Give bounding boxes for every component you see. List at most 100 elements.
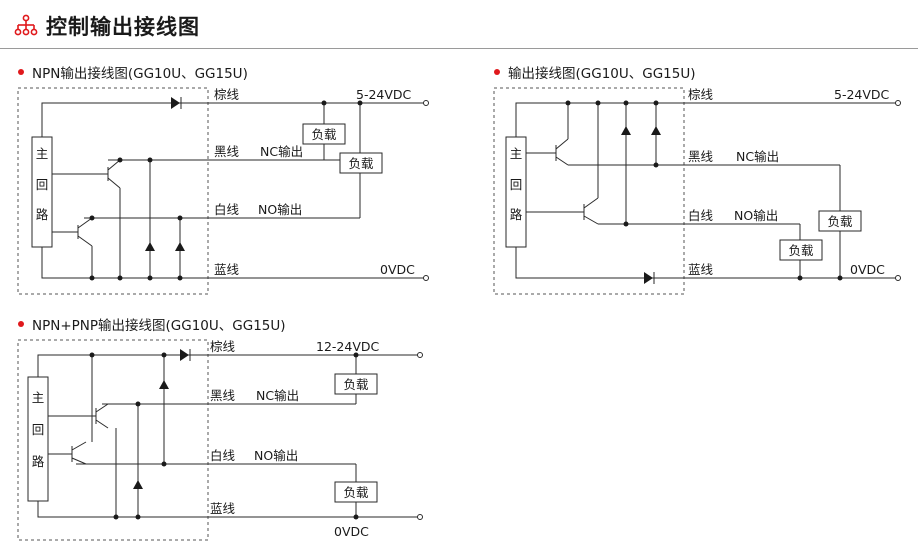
junction-dot (177, 215, 183, 221)
wire-label-brown: 棕线 (214, 87, 240, 102)
output-label-nc: NC输出 (260, 144, 303, 159)
wire-label-white: 白线 (688, 208, 714, 223)
blue-wire (37, 501, 420, 518)
brown-wire (515, 102, 898, 137)
output-label-no: NO输出 (254, 448, 298, 463)
junction-dot (565, 100, 571, 106)
junction-dot (89, 352, 95, 358)
junction-dot (161, 352, 167, 358)
section-title-npn: NPN输出接线图(GG10U、GG15U) (18, 62, 248, 82)
header-divider (0, 48, 918, 49)
junction-dot (161, 461, 167, 467)
supply-label: 5-24VDC (834, 87, 890, 102)
page-title: 控制输出接线图 (46, 15, 200, 39)
wire-label-black: 黑线 (210, 388, 236, 403)
wire-label-brown: 棕线 (688, 87, 714, 102)
diode-arrow (180, 349, 189, 361)
bullet-icon (494, 69, 500, 75)
main-circuit-char: 主 (32, 390, 45, 405)
supply-terminal (423, 100, 429, 106)
junction-dot (357, 100, 363, 106)
protect-diode2 (651, 126, 661, 135)
junction-dot (135, 401, 141, 407)
transistor1-collector (107, 159, 121, 171)
wire-label-blue: 蓝线 (214, 262, 240, 277)
ground-terminal (417, 514, 423, 520)
junction-dot (117, 275, 123, 281)
transistor2-collector (77, 217, 93, 229)
section-title-npn-text: NPN输出接线图(GG10U、GG15U) (32, 66, 248, 82)
junction-dot (135, 514, 141, 520)
transistor2-emitter (583, 215, 599, 225)
hierarchy-icon (14, 14, 38, 36)
supply-label: 12-24VDC (316, 339, 379, 354)
junction-dot (353, 352, 359, 358)
protect-diode1 (133, 480, 143, 489)
section-title-output-text: 输出接线图(GG10U、GG15U) (508, 66, 696, 82)
diode-arrow (171, 97, 180, 109)
wire-label-blue: 蓝线 (688, 262, 714, 277)
section-title-npn-pnp: NPN+PNP输出接线图(GG10U、GG15U) (18, 314, 286, 334)
ground-label: 0VDC (380, 262, 415, 277)
wire-label-white: 白线 (214, 202, 240, 217)
junction-dot (147, 275, 153, 281)
bullet-icon (18, 321, 24, 327)
load-label: 负载 (343, 377, 369, 392)
transistor1-emitter (95, 419, 109, 429)
diode-arrow (644, 272, 653, 284)
load-box (339, 152, 383, 174)
blue-wire (41, 247, 426, 279)
page-header: 控制输出接线图 (0, 0, 918, 50)
load-label: 负载 (343, 485, 369, 500)
output-label-no: NO输出 (734, 208, 778, 223)
junction-dot (837, 275, 843, 281)
junction-dot (89, 275, 95, 281)
junction-dot (653, 100, 659, 106)
load-label: 负载 (788, 243, 814, 258)
brown-wire (37, 354, 420, 377)
load-label: 负载 (311, 127, 337, 142)
ground-label: 0VDC (334, 524, 369, 539)
junction-dot (653, 162, 659, 168)
junction-dot (623, 100, 629, 106)
section-title-npn-pnp-text: NPN+PNP输出接线图(GG10U、GG15U) (32, 318, 286, 334)
junction-dot (797, 275, 803, 281)
transistor2-collector (583, 197, 599, 209)
junction-dot (89, 215, 95, 221)
output-label-nc: NC输出 (256, 388, 299, 403)
transistor1-emitter (555, 156, 569, 166)
junction-dot (177, 275, 183, 281)
transistor2-emitter (77, 235, 93, 247)
brown-wire (41, 102, 426, 137)
wire-label-brown: 棕线 (210, 339, 236, 354)
transistor1-collector (95, 403, 109, 413)
main-circuit-char: 主 (36, 146, 49, 161)
load-label: 负载 (827, 214, 853, 229)
supply-terminal (417, 352, 423, 358)
wire-label-white: 白线 (210, 448, 236, 463)
transistor1-emitter (107, 177, 121, 189)
load-label: 负载 (348, 156, 374, 171)
protect-diode1 (145, 242, 155, 251)
bullet-icon (18, 69, 24, 75)
wire-label-black: 黑线 (214, 144, 240, 159)
junction-dot (595, 100, 601, 106)
protect-diode1 (621, 126, 631, 135)
blue-wire (515, 247, 898, 279)
junction-dot (117, 157, 123, 163)
protect-diode2 (175, 242, 185, 251)
main-circuit-char: 路 (32, 454, 45, 469)
transistor2-emitter (71, 457, 87, 465)
load-box (779, 239, 823, 261)
main-circuit-char: 回 (36, 177, 49, 192)
junction-dot (147, 157, 153, 163)
wire-label-blue: 蓝线 (210, 501, 236, 516)
main-circuit-char: 路 (510, 207, 523, 222)
output-label-nc: NC输出 (736, 149, 779, 164)
transistor1-collector (555, 138, 569, 150)
main-circuit-char: 主 (510, 146, 523, 161)
ground-terminal (895, 275, 901, 281)
transistor2-collector (71, 441, 87, 451)
